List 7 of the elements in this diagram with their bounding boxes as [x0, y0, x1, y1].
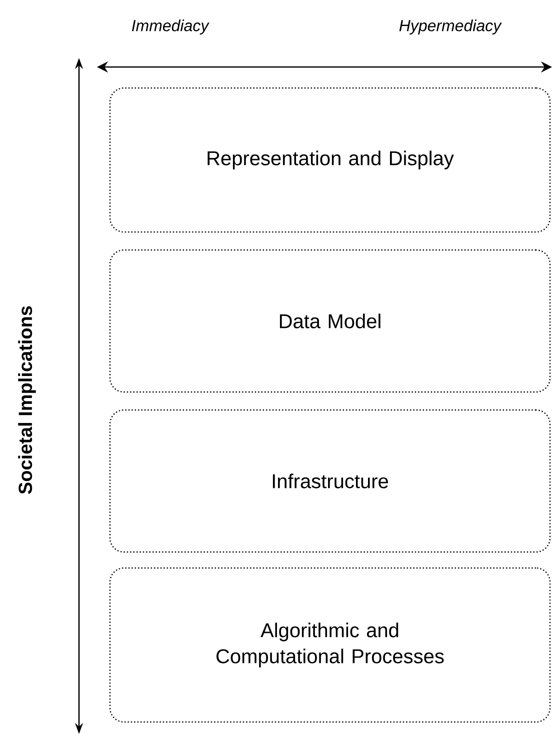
layer-box: Data Model: [109, 249, 551, 393]
axis-label: Immediacy: [132, 20, 210, 34]
layer-box: Algorithmic and Computational Processes: [109, 567, 551, 723]
layer-box: Representation and Display: [109, 87, 551, 233]
axis-label: Societal Implications: [18, 306, 36, 494]
layer-box: Infrastructure: [109, 409, 551, 553]
axis-label: Hypermediacy: [399, 20, 502, 34]
